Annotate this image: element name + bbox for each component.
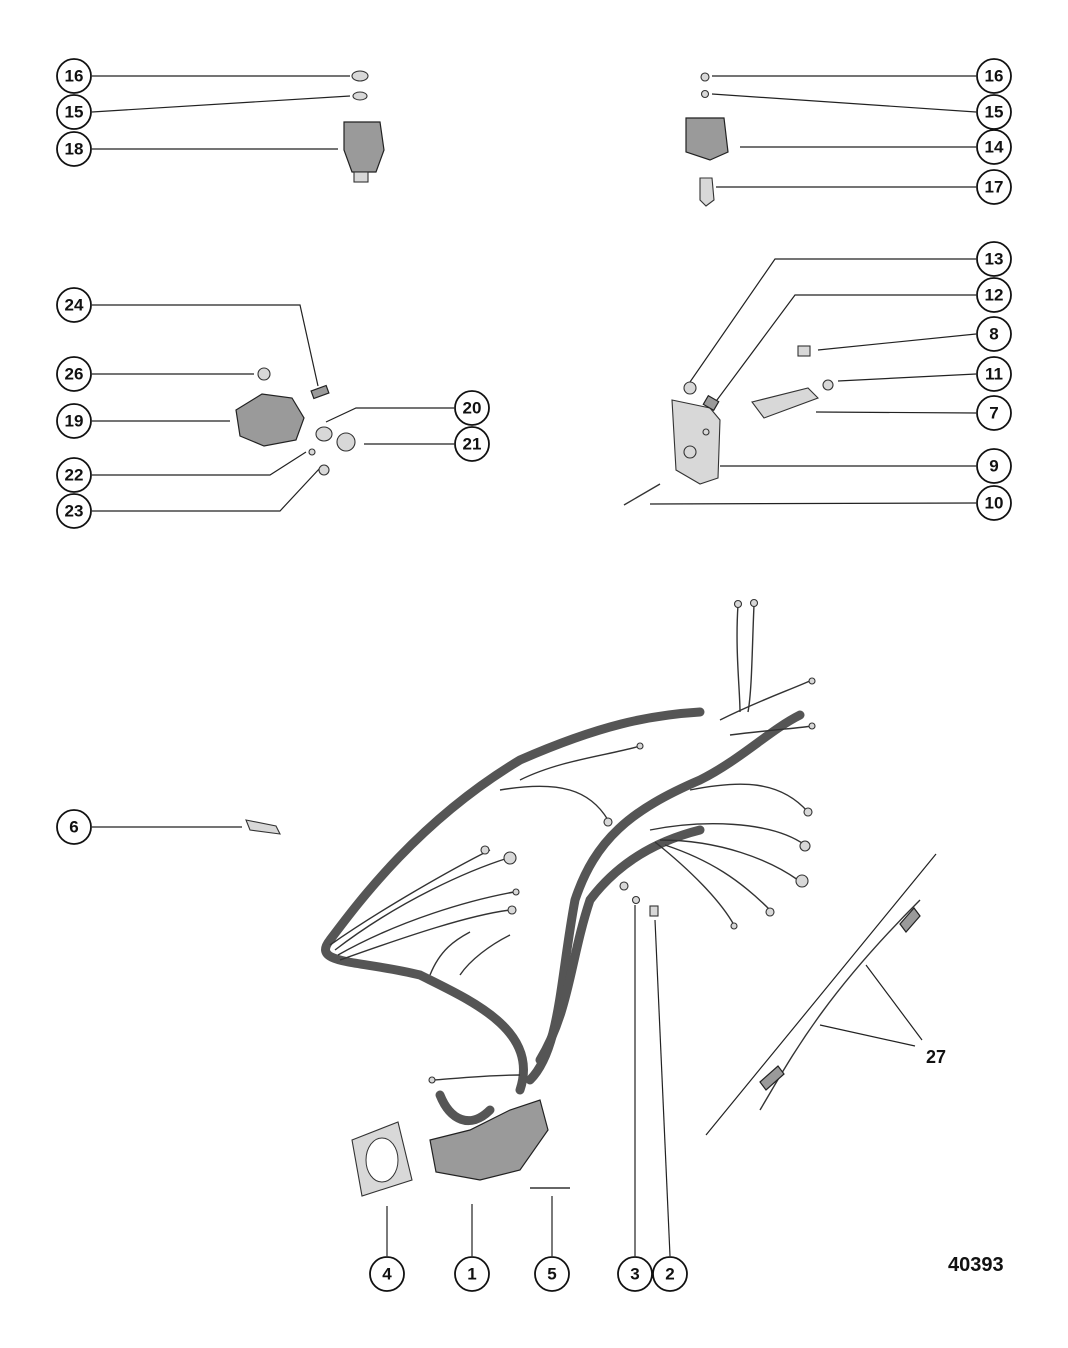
svg-text:13: 13 [985,250,1004,269]
nut-part [797,345,811,357]
washer-part [315,426,333,442]
clip-part [245,819,281,835]
svg-text:12: 12 [985,286,1004,305]
callout-10[interactable]: 10 [976,485,1012,521]
washer-part [352,91,368,101]
callout-12[interactable]: 12 [976,277,1012,313]
callout-13[interactable]: 13 [976,241,1012,277]
svg-text:6: 6 [69,818,78,837]
svg-text:16: 16 [985,67,1004,86]
callout-2[interactable]: 2 [652,1256,688,1292]
callout-11[interactable]: 11 [976,356,1012,392]
bolt-part [623,483,661,506]
svg-text:16: 16 [65,67,84,86]
group-solenoid: 24 26 19 20 21 22 23 [56,287,490,529]
svg-text:4: 4 [382,1265,392,1284]
group-bottom: 4 1 5 3 2 [351,881,688,1292]
svg-text:1: 1 [467,1265,476,1284]
callout-1[interactable]: 1 [454,1256,490,1292]
nut-part [351,70,369,82]
svg-text:21: 21 [463,435,482,454]
switch-part [343,121,385,173]
washer-part [308,448,316,456]
callout-7[interactable]: 7 [976,395,1012,431]
svg-text:2: 2 [665,1265,674,1284]
boot-part [685,117,729,161]
callout-24[interactable]: 24 [56,287,92,323]
svg-text:17: 17 [985,178,1004,197]
washer-part [631,895,641,905]
washer-part [619,881,629,891]
callout-20[interactable]: 20 [454,390,490,426]
callout-26[interactable]: 26 [56,356,92,392]
label-27: 27 [926,1047,946,1067]
bracket-part [671,399,721,485]
callout-5[interactable]: 5 [534,1256,570,1292]
svg-text:19: 19 [65,412,84,431]
svg-text:15: 15 [65,103,84,122]
svg-text:3: 3 [630,1265,639,1284]
svg-text:10: 10 [985,494,1004,513]
callout-3[interactable]: 3 [617,1256,653,1292]
wiring-harness [321,598,816,1181]
svg-text:11: 11 [985,365,1003,384]
callout-16-top-right[interactable]: 16 [976,58,1012,94]
callout-18[interactable]: 18 [56,131,92,167]
svg-text:18: 18 [65,140,84,159]
screw-part [649,905,659,917]
screw-part [702,394,720,412]
clamp-part [751,387,819,419]
connector-part [759,1065,785,1091]
svg-text:23: 23 [65,502,84,521]
group-clip: 6 [56,809,281,845]
connector-part [899,907,921,933]
svg-text:26: 26 [65,365,84,384]
callout-4[interactable]: 4 [369,1256,405,1292]
callout-16-top-left[interactable]: 16 [56,58,92,94]
callout-15-top-right[interactable]: 15 [976,94,1012,130]
svg-text:24: 24 [65,296,84,315]
nut-part [700,72,710,82]
group-top-left: 16 15 18 [56,58,385,183]
svg-text:9: 9 [989,457,998,476]
terminal-part [699,177,715,207]
callout-22[interactable]: 22 [56,457,92,493]
nut-part [822,379,834,391]
group-27: 27 [705,853,946,1136]
nut-part [336,432,356,452]
svg-text:15: 15 [985,103,1004,122]
figure-number: 40393 [948,1254,1004,1276]
nut-part [683,381,697,395]
callout-17[interactable]: 17 [976,169,1012,205]
callout-19[interactable]: 19 [56,403,92,439]
callout-15-top-left[interactable]: 15 [56,94,92,130]
nut-part [257,367,271,381]
callout-9[interactable]: 9 [976,448,1012,484]
callout-6[interactable]: 6 [56,809,92,845]
screw-part [310,384,330,400]
solenoid-part [235,393,305,447]
nut-part [318,464,330,476]
svg-text:20: 20 [463,399,482,418]
svg-text:7: 7 [989,404,998,423]
svg-text:8: 8 [989,325,998,344]
callout-21[interactable]: 21 [454,426,490,462]
group-top-right: 16 15 14 17 [685,58,1012,207]
callout-23[interactable]: 23 [56,493,92,529]
svg-text:5: 5 [547,1265,556,1284]
harness-plug-part [429,1099,549,1181]
callout-14[interactable]: 14 [976,129,1012,165]
svg-text:14: 14 [985,138,1004,157]
svg-text:22: 22 [65,466,84,485]
washer-part [700,89,710,99]
group-bracket: 13 12 8 11 7 9 10 [623,241,1012,521]
callout-8[interactable]: 8 [976,316,1012,352]
